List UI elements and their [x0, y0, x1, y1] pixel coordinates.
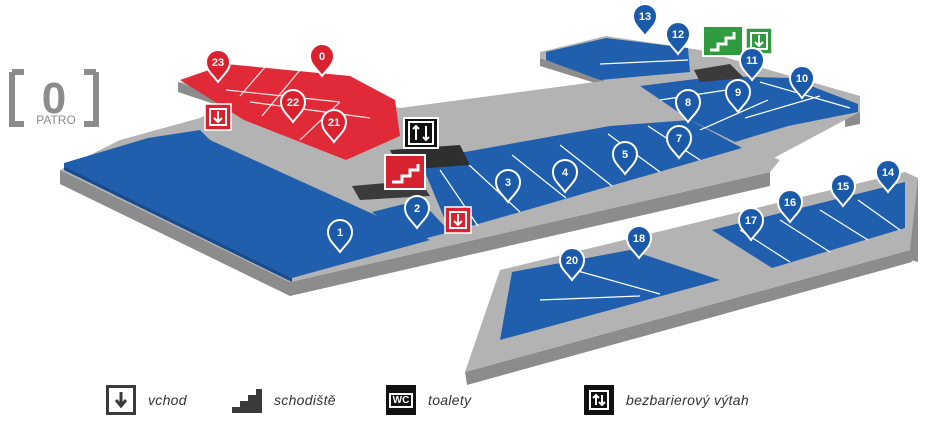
legend-elevator: bezbarierový výtah	[584, 384, 749, 416]
wc-icon: WC	[386, 385, 416, 415]
unit-marker-7[interactable]: 7	[666, 125, 692, 159]
stairs-icon[interactable]	[702, 25, 744, 57]
unit-marker-9[interactable]: 9	[725, 79, 751, 113]
unit-label: 11	[746, 55, 758, 67]
unit-marker-23[interactable]: 23	[205, 49, 231, 83]
unit-label: 5	[622, 149, 628, 161]
stairs-icon	[232, 385, 262, 415]
unit-marker-3[interactable]: 3	[495, 169, 521, 203]
unit-marker-10[interactable]: 10	[789, 65, 815, 99]
unit-label: 23	[212, 57, 224, 69]
unit-marker-21[interactable]: 21	[321, 109, 347, 143]
entrance-icon	[106, 385, 136, 415]
unit-marker-1[interactable]: 1	[327, 219, 353, 253]
legend-label: bezbarierový výtah	[626, 392, 749, 408]
unit-label: 3	[505, 177, 511, 189]
unit-label: 7	[676, 133, 682, 145]
unit-label: 22	[287, 97, 299, 109]
entrance-icon[interactable]	[444, 206, 472, 234]
unit-label: 8	[685, 97, 691, 109]
unit-label: 4	[562, 167, 569, 179]
legend-label: vchod	[148, 392, 187, 408]
unit-marker-14[interactable]: 14	[875, 159, 901, 193]
unit-marker-15[interactable]: 15	[830, 173, 856, 207]
unit-marker-18[interactable]: 18	[626, 225, 652, 259]
stairs-icon[interactable]	[384, 154, 426, 190]
legend-entrance: vchod	[106, 384, 187, 416]
unit-label: 10	[796, 73, 808, 85]
unit-label: 21	[328, 117, 340, 129]
unit-label: 2	[414, 203, 420, 215]
unit-label: 12	[672, 29, 684, 41]
legend-wc: WC toalety	[386, 384, 471, 416]
unit-label: 9	[735, 87, 741, 99]
legend-label: schodiště	[274, 392, 336, 408]
floor-label-text: PATRO	[36, 113, 76, 127]
unit-label: 13	[639, 11, 651, 23]
unit-marker-8[interactable]: 8	[675, 89, 701, 123]
unit-marker-0[interactable]: 0	[309, 43, 335, 77]
unit-marker-20[interactable]: 20	[559, 247, 585, 281]
building-walls	[60, 58, 918, 385]
unit-marker-12[interactable]: 12	[665, 21, 691, 55]
unit-marker-2[interactable]: 2	[404, 195, 430, 229]
unit-marker-11[interactable]: 11	[739, 47, 765, 81]
entrance-icon[interactable]	[204, 103, 232, 131]
legend-label: toalety	[428, 392, 472, 408]
unit-label: 0	[319, 51, 325, 63]
unit-marker-5[interactable]: 5	[612, 141, 638, 175]
unit-label: 18	[633, 233, 645, 245]
legend: vchod schodiště WC toalety bezbarierový …	[0, 384, 929, 424]
unit-marker-16[interactable]: 16	[777, 189, 803, 223]
unit-label: 15	[837, 181, 849, 193]
unit-marker-13[interactable]: 13	[632, 3, 658, 37]
elevator-icon	[584, 385, 614, 415]
unit-label: 14	[882, 167, 895, 179]
elevator-icon[interactable]	[403, 117, 439, 149]
unit-marker-4[interactable]: 4	[552, 159, 578, 193]
unit-label: 17	[745, 215, 757, 227]
unit-marker-17[interactable]: 17	[738, 207, 764, 241]
floor-code: 0	[42, 74, 66, 123]
floor-label: 0 PATRO	[9, 69, 99, 127]
unit-label: 16	[784, 197, 796, 209]
unit-label: 1	[337, 227, 343, 239]
unit-label: 20	[566, 255, 578, 267]
unit-marker-22[interactable]: 22	[280, 89, 306, 123]
legend-stairs: schodiště	[232, 384, 336, 416]
